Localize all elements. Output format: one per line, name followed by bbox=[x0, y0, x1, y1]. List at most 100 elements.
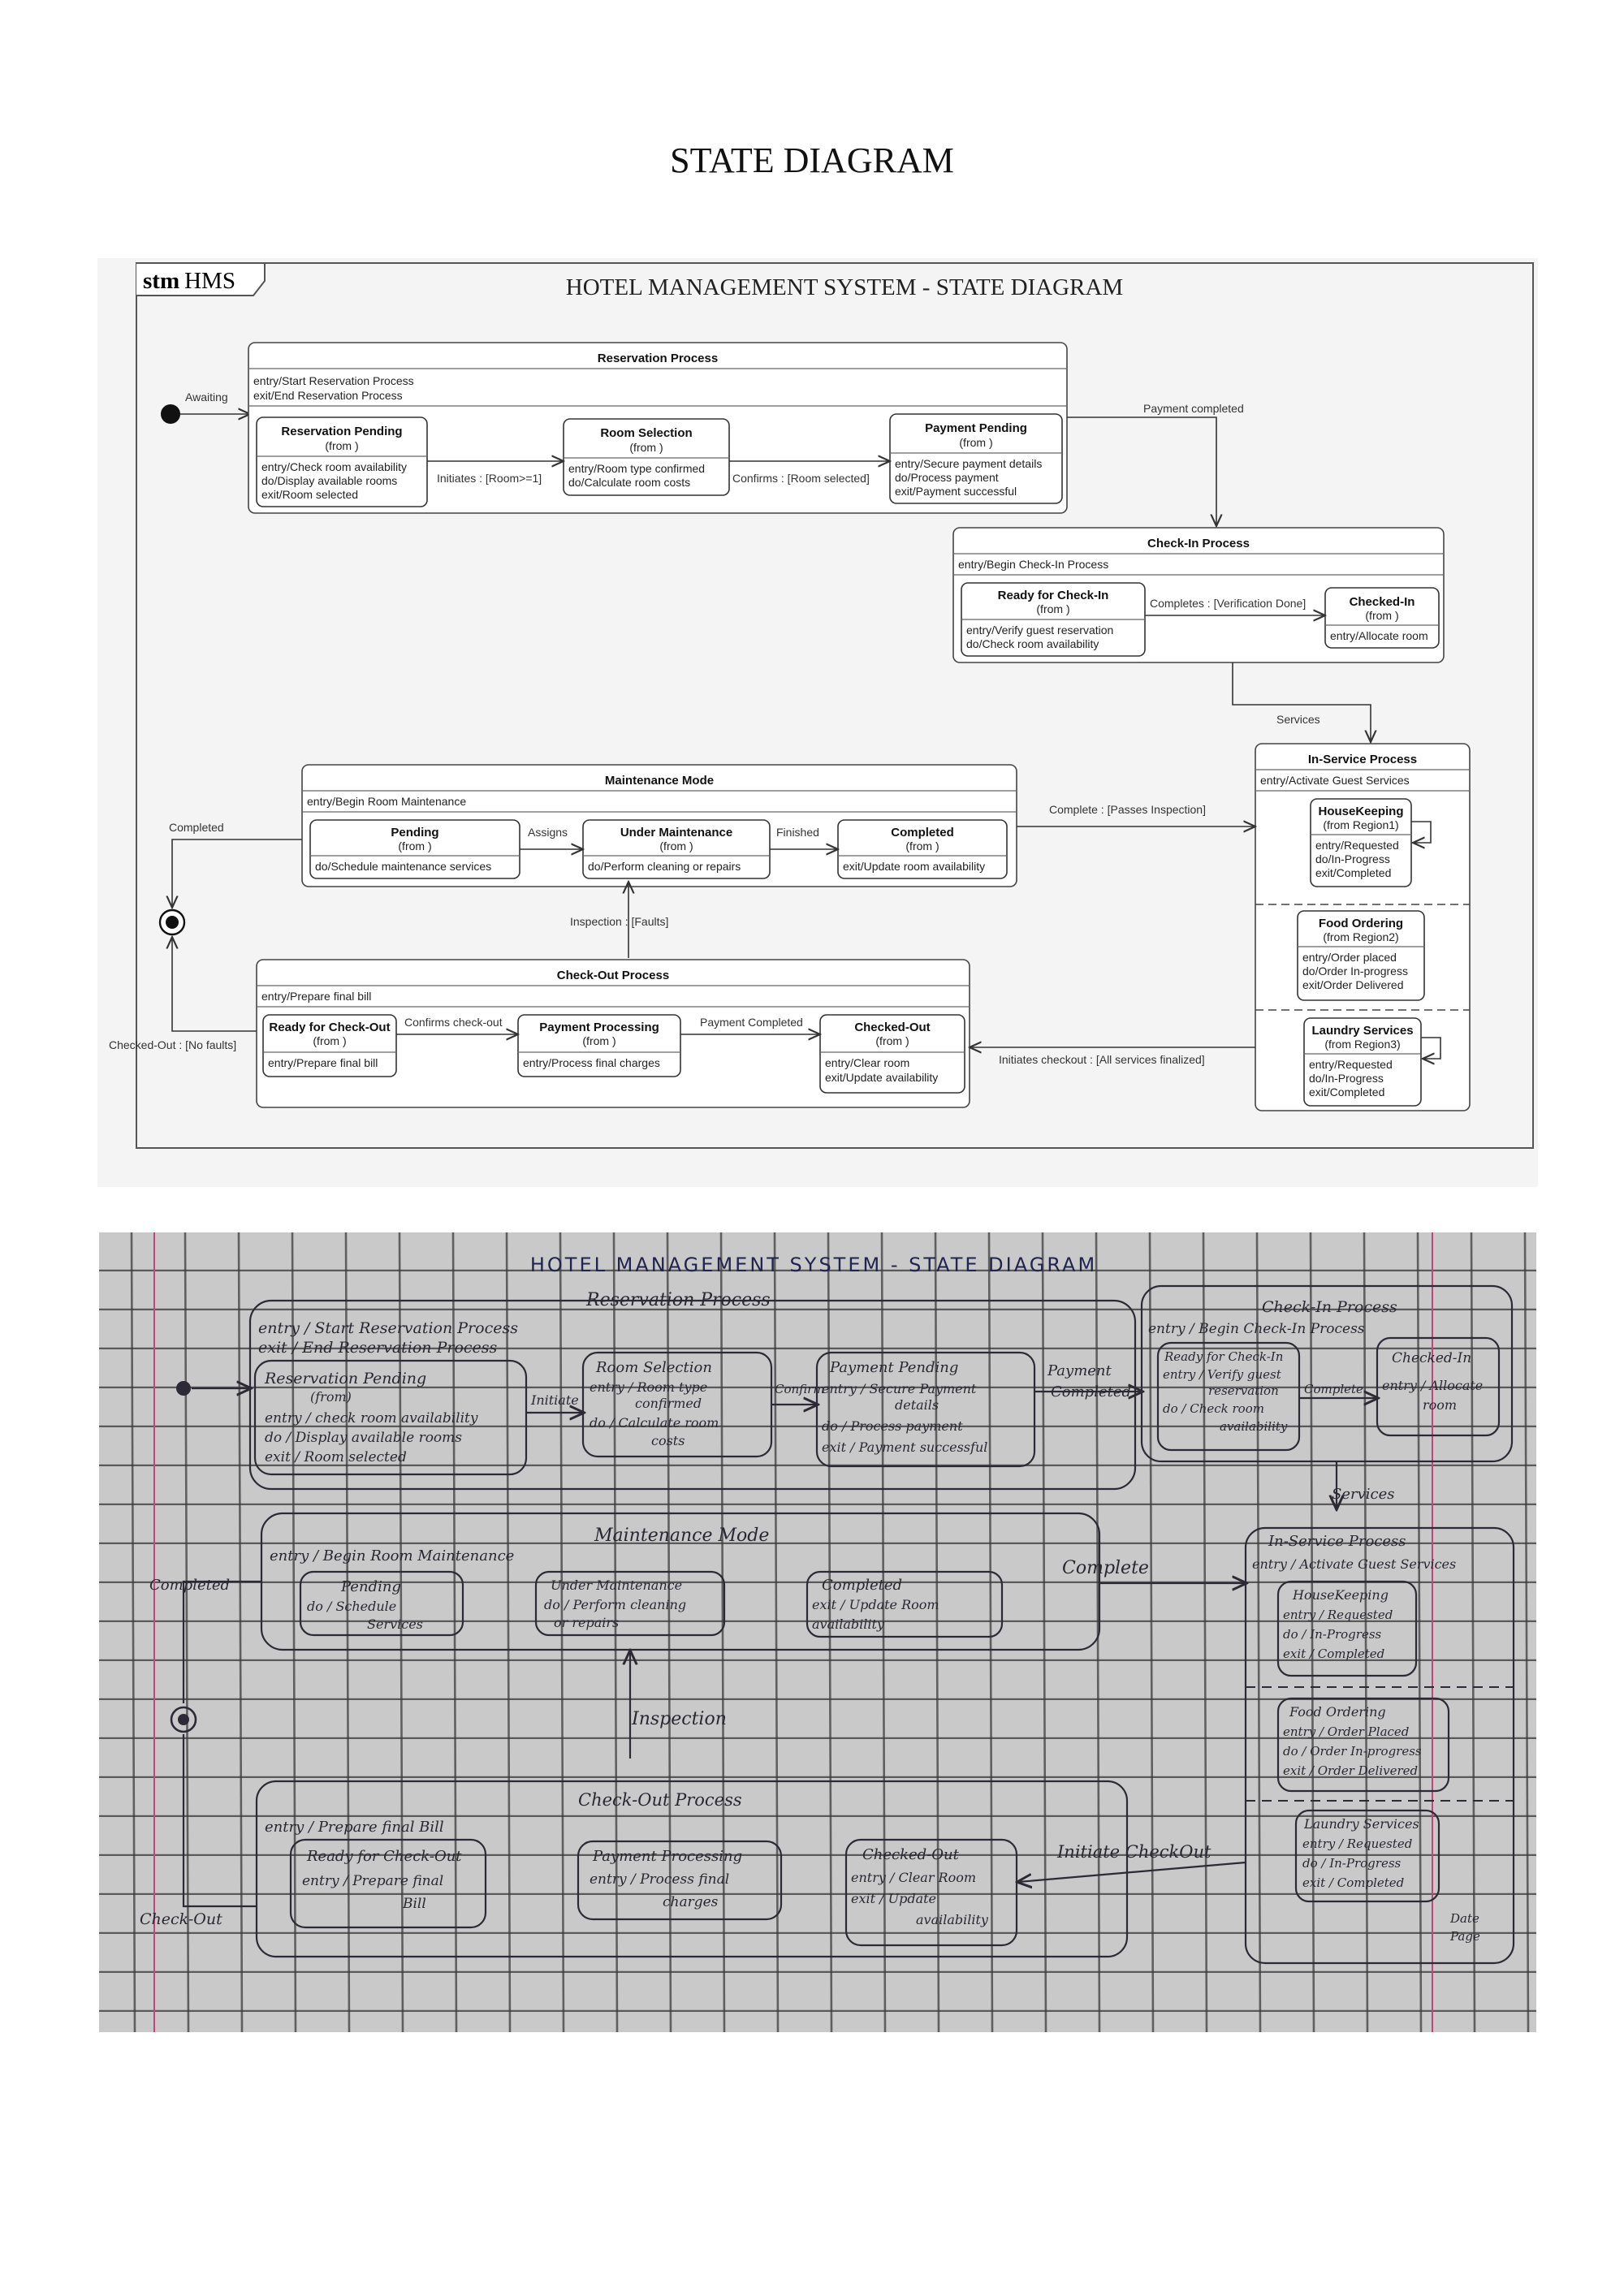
svg-text:Room Selection: Room Selection bbox=[600, 426, 692, 440]
label-services: Services bbox=[1276, 713, 1320, 726]
svg-text:entry/Requested: entry/Requested bbox=[1309, 1058, 1393, 1071]
sketch-checked-in bbox=[1376, 1336, 1501, 1437]
svg-text:exit/Room selected: exit/Room selected bbox=[261, 488, 358, 501]
frame-tag bbox=[136, 262, 266, 296]
diagram-banner: HOTEL MANAGEMENT SYSTEM - STATE DIAGRAM bbox=[566, 274, 1123, 300]
svg-text:(from ): (from ) bbox=[398, 839, 431, 852]
label-assigns: Assigns bbox=[528, 826, 568, 839]
svg-text:do/In-Progress: do/In-Progress bbox=[1309, 1072, 1384, 1085]
svg-text:HouseKeeping: HouseKeeping bbox=[1292, 1587, 1389, 1603]
svg-text:exit / Update: exit / Update bbox=[851, 1891, 936, 1906]
svg-text:Complete: Complete bbox=[1062, 1558, 1149, 1578]
sketch-title: HOTEL MANAGEMENT SYSTEM - STATE DIAGRAM bbox=[530, 1254, 1097, 1276]
handwritten-sketch-photo: HOTEL MANAGEMENT SYSTEM - STATE DIAGRAM … bbox=[99, 1232, 1536, 2032]
svg-text:Complete: Complete bbox=[1304, 1382, 1363, 1396]
svg-text:Under Maintenance: Under Maintenance bbox=[620, 826, 732, 839]
svg-text:Check-Out Process: Check-Out Process bbox=[557, 969, 669, 982]
label-payment-completed: Payment completed bbox=[1143, 402, 1244, 415]
svg-text:entry/Requested: entry/Requested bbox=[1315, 839, 1399, 852]
svg-text:do / Order In-progress: do / Order In-progress bbox=[1283, 1744, 1422, 1759]
svg-text:Bill: Bill bbox=[402, 1896, 426, 1912]
svg-text:do / Process payment: do / Process payment bbox=[822, 1418, 963, 1434]
svg-text:exit / Update Room: exit / Update Room bbox=[812, 1597, 939, 1612]
svg-text:Food Ordering: Food Ordering bbox=[1289, 1704, 1386, 1720]
svg-text:Completed: Completed bbox=[891, 826, 954, 839]
svg-text:entry / Requested: entry / Requested bbox=[1302, 1836, 1412, 1851]
svg-text:do / Perform cleaning: do / Perform cleaning bbox=[544, 1597, 686, 1612]
svg-text:entry / Prepare final Bill: entry / Prepare final Bill bbox=[265, 1819, 444, 1836]
svg-text:entry / Clear Room: entry / Clear Room bbox=[851, 1870, 976, 1885]
svg-text:Checked-Out: Checked-Out bbox=[862, 1846, 960, 1863]
reservation-title: Reservation Process bbox=[598, 352, 718, 365]
svg-text:Ready for Check-Out: Ready for Check-Out bbox=[306, 1848, 462, 1865]
svg-text:entry/Secure payment details: entry/Secure payment details bbox=[895, 457, 1042, 470]
svg-text:do / Display available rooms: do / Display available rooms bbox=[265, 1430, 462, 1446]
svg-text:do/Calculate room costs: do/Calculate room costs bbox=[568, 476, 690, 489]
edge-checked-out bbox=[172, 937, 257, 1032]
svg-text:Pending: Pending bbox=[340, 1578, 401, 1595]
svg-text:(from): (from) bbox=[310, 1389, 352, 1405]
svg-text:entry / Allocate: entry / Allocate bbox=[1382, 1378, 1483, 1393]
svg-text:(from ): (from ) bbox=[959, 436, 992, 449]
svg-text:entry/Activate Guest Services: entry/Activate Guest Services bbox=[1260, 774, 1410, 787]
svg-text:do/Display available rooms: do/Display available rooms bbox=[261, 474, 397, 487]
svg-text:Reservation Pending: Reservation Pending bbox=[264, 1370, 426, 1388]
svg-text:exit/Order Delivered: exit/Order Delivered bbox=[1302, 978, 1404, 991]
svg-text:Checked-In: Checked-In bbox=[1392, 1350, 1471, 1366]
svg-text:exit/Update availability: exit/Update availability bbox=[825, 1071, 938, 1084]
sketch-checkout bbox=[255, 1780, 1129, 1958]
svg-text:confirmed: confirmed bbox=[635, 1396, 702, 1411]
label-completes: Completes : [Verification Done] bbox=[1150, 597, 1306, 610]
svg-text:(from ): (from ) bbox=[629, 441, 663, 454]
state-ready-for-checkout: Ready for Check-Out (from ) entry/Prepar… bbox=[262, 1014, 397, 1077]
svg-text:Check-Out Process: Check-Out Process bbox=[578, 1790, 742, 1810]
state-food-ordering: Food Ordering (from Region2) entry/Order… bbox=[1297, 910, 1425, 1001]
svg-text:availability: availability bbox=[1220, 1419, 1288, 1434]
svg-text:charges: charges bbox=[663, 1894, 719, 1910]
svg-text:entry / check room availabilit: entry / check room availability bbox=[265, 1410, 478, 1426]
svg-text:entry/Prepare final bill: entry/Prepare final bill bbox=[261, 990, 371, 1003]
svg-text:do/Check room availability: do/Check room availability bbox=[966, 637, 1099, 650]
svg-text:Confirm: Confirm bbox=[775, 1382, 825, 1396]
svg-text:do / Check room: do / Check room bbox=[1163, 1401, 1264, 1416]
svg-text:do / Schedule: do / Schedule bbox=[307, 1599, 396, 1614]
sketch-pending bbox=[299, 1570, 464, 1637]
svg-text:Under Maintenance: Under Maintenance bbox=[551, 1577, 682, 1593]
label-checked-out: Checked-Out : [No faults] bbox=[109, 1038, 236, 1051]
label-payment-completed-2: Payment Completed bbox=[700, 1016, 803, 1029]
svg-text:entry / Order Placed: entry / Order Placed bbox=[1283, 1724, 1409, 1739]
state-reservation-pending: Reservation Pending (from ) entry/Check … bbox=[256, 416, 428, 507]
svg-text:Completed: Completed bbox=[149, 1577, 230, 1594]
sketch-initial-state bbox=[176, 1381, 191, 1396]
svg-text:(from Region3): (from Region3) bbox=[1324, 1038, 1400, 1051]
svg-text:Laundry Services: Laundry Services bbox=[1303, 1816, 1419, 1832]
svg-text:entry / Begin Check-In Process: entry / Begin Check-In Process bbox=[1148, 1321, 1365, 1337]
sketch-ready-checkout bbox=[289, 1838, 487, 1929]
svg-text:(from ): (from ) bbox=[1036, 602, 1069, 615]
svg-text:Maintenance Mode: Maintenance Mode bbox=[605, 774, 714, 788]
sketch-under-maintenance bbox=[534, 1570, 726, 1637]
label-awaiting: Awaiting bbox=[185, 391, 228, 404]
svg-text:entry/Allocate room: entry/Allocate room bbox=[1330, 629, 1428, 642]
svg-text:exit/Payment successful: exit/Payment successful bbox=[895, 485, 1017, 498]
svg-text:entry/Check room availability: entry/Check room availability bbox=[261, 460, 407, 473]
svg-text:entry / Activate Guest Service: entry / Activate Guest Services bbox=[1252, 1556, 1456, 1572]
svg-text:entry/Begin Room Maintenance: entry/Begin Room Maintenance bbox=[307, 795, 466, 808]
sketch-checked-out bbox=[844, 1838, 1018, 1947]
svg-text:exit/Completed: exit/Completed bbox=[1315, 866, 1391, 879]
svg-text:entry / Start Reservation Proc: entry / Start Reservation Process bbox=[258, 1319, 518, 1337]
svg-text:Completed: Completed bbox=[822, 1577, 902, 1594]
svg-text:do / Calculate room: do / Calculate room bbox=[590, 1415, 719, 1431]
svg-text:entry/Clear room: entry/Clear room bbox=[825, 1056, 909, 1069]
svg-text:do/Order In-progress: do/Order In-progress bbox=[1302, 965, 1408, 978]
svg-text:(from Region2): (from Region2) bbox=[1323, 930, 1398, 943]
edge-services bbox=[1232, 662, 1371, 742]
svg-text:entry / Verify guest: entry / Verify guest bbox=[1163, 1367, 1282, 1382]
stm-frame bbox=[136, 262, 1534, 1149]
svg-text:entry / Requested: entry / Requested bbox=[1283, 1608, 1393, 1622]
label-completed: Completed bbox=[169, 821, 224, 834]
svg-text:(from Region1): (from Region1) bbox=[1323, 818, 1398, 831]
svg-text:(from ): (from ) bbox=[905, 839, 939, 852]
svg-text:Laundry Services: Laundry Services bbox=[1311, 1024, 1413, 1038]
sketch-food-ordering bbox=[1276, 1697, 1450, 1793]
